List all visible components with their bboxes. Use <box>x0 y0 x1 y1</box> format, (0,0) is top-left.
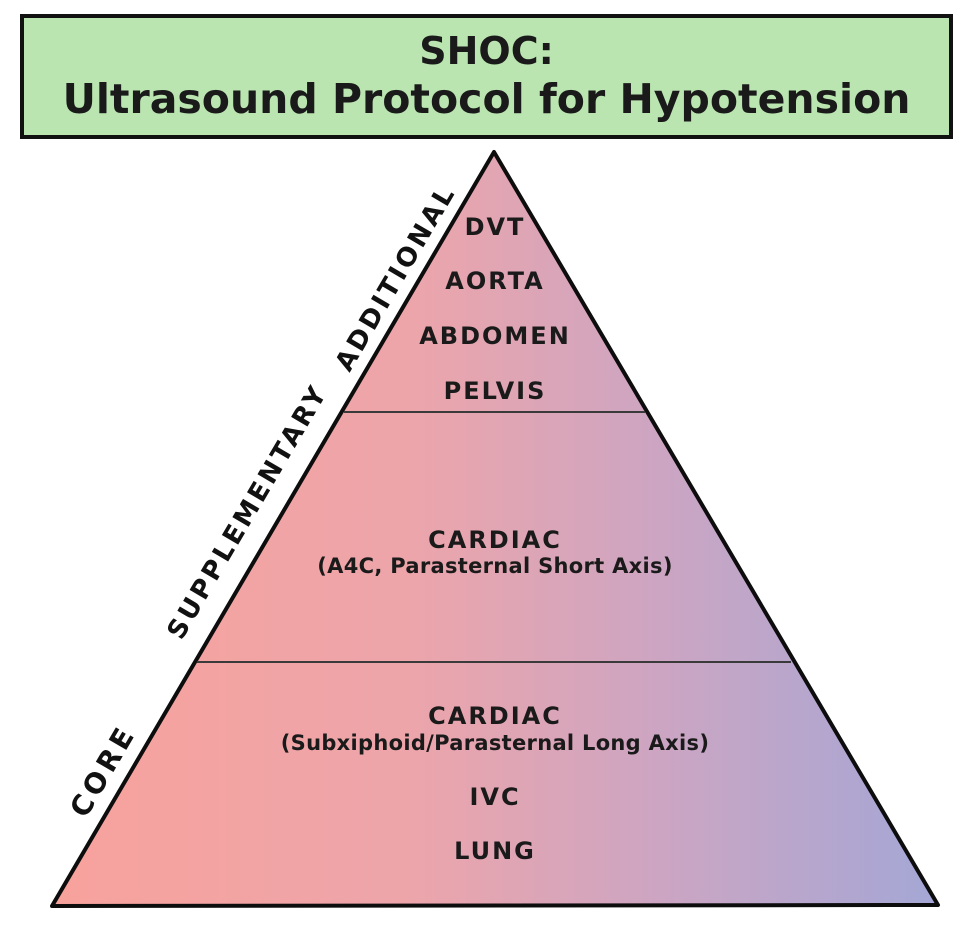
title-box: SHOC: Ultrasound Protocol for Hypotensio… <box>20 14 953 139</box>
tier1-item-pelvis: PELVIS <box>443 377 547 405</box>
pyramid-triangle <box>50 150 940 908</box>
title-line-1: SHOC: <box>419 29 554 74</box>
tier3-item-lung: LUNG <box>454 837 536 865</box>
tier1-item-abdomen: ABDOMEN <box>419 322 571 350</box>
tier3-item-cardiac: CARDIAC <box>428 702 562 730</box>
tier2-item-cardiac-detail: (A4C, Parasternal Short Axis) <box>317 554 673 578</box>
tier1-item-dvt: DVT <box>464 213 526 241</box>
tier1-item-aorta: AORTA <box>445 267 545 295</box>
tier3-item-ivc: IVC <box>469 783 521 811</box>
title-line-2: Ultrasound Protocol for Hypotension <box>62 74 911 123</box>
tier2-item-cardiac: CARDIAC <box>428 526 562 554</box>
tier3-item-cardiac-detail: (Subxiphoid/Parasternal Long Axis) <box>280 731 710 755</box>
